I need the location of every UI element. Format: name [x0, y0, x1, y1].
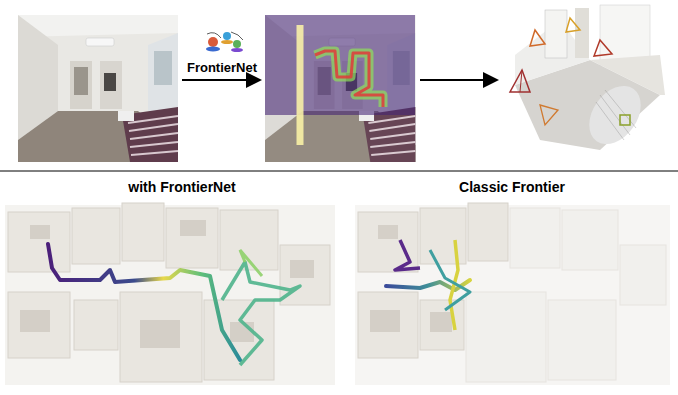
- panel-heading: Classic Frontier: [459, 179, 565, 195]
- panel-heading: with FrontierNet: [128, 179, 235, 195]
- arrow-label: FrontierNet: [187, 61, 257, 76]
